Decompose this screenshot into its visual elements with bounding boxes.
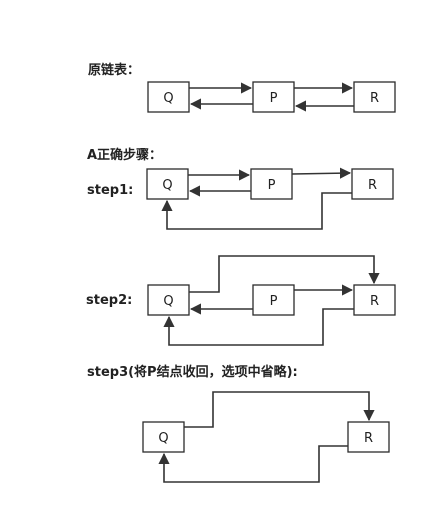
original-node-q-label: Q (163, 91, 173, 106)
original-node-p: P (252, 81, 295, 113)
step2-node-r-box (353, 284, 396, 316)
original-node-r: R (353, 81, 396, 113)
step3-node-r-label: R (364, 431, 373, 446)
original-node-p-box (252, 81, 295, 113)
original-node-q-box (147, 81, 190, 113)
step1-arrow-p-to-r (291, 167, 352, 179)
step1-node-p-box (250, 168, 293, 200)
step2-node-p: P (252, 284, 295, 316)
step1-node-r: R (351, 168, 394, 200)
original-node-p-label: P (270, 91, 278, 106)
step3-node-r: R (347, 421, 390, 453)
step3-arrow-r-to-q (158, 445, 348, 483)
step1-label: step1: (87, 183, 133, 198)
step2-arrow-q-to-r (189, 255, 380, 293)
original-node-r-label: R (370, 91, 379, 106)
step2-node-q-label: Q (163, 294, 173, 309)
step3-arrow-q-to-r (184, 391, 375, 428)
step3-node-q-box (142, 421, 185, 453)
original-node-r-box (353, 81, 396, 113)
step3-node-r-box (347, 421, 390, 453)
section-step1: step1: Q P R (87, 167, 394, 230)
step1-node-p: P (250, 168, 293, 200)
section-original: 原链表： Q P R (88, 62, 396, 113)
step2-node-q-box (147, 284, 190, 316)
step2-node-r: R (353, 284, 396, 316)
step1-node-q-label: Q (162, 178, 172, 193)
step1-node-r-box (351, 168, 394, 200)
step1-node-p-label: P (268, 178, 276, 193)
step3-node-q: Q (142, 421, 185, 453)
step1-node-q-box (146, 168, 189, 200)
step2-node-p-label: P (270, 294, 278, 309)
step2-node-q: Q (147, 284, 190, 316)
step2-label: step2: (86, 293, 132, 308)
original-node-q: Q (147, 81, 190, 113)
step2-arrow-r-to-q (163, 308, 354, 346)
section-step2: step2: Q P R (86, 255, 396, 346)
step2-node-p-box (252, 284, 295, 316)
original-list-label: 原链表： (88, 62, 140, 78)
step3-node-q-label: Q (158, 431, 168, 446)
step3-label: step3(将P结点收回，选项中省略): (87, 364, 298, 380)
step1-node-r-label: R (368, 178, 377, 193)
correct-steps-label: A正确步骤： (87, 147, 162, 163)
step1-node-q: Q (146, 168, 189, 200)
step2-node-r-label: R (370, 294, 379, 309)
step1-arrow-r-to-q (161, 192, 352, 230)
section-step3: step3(将P结点收回，选项中省略): Q R (87, 364, 390, 483)
